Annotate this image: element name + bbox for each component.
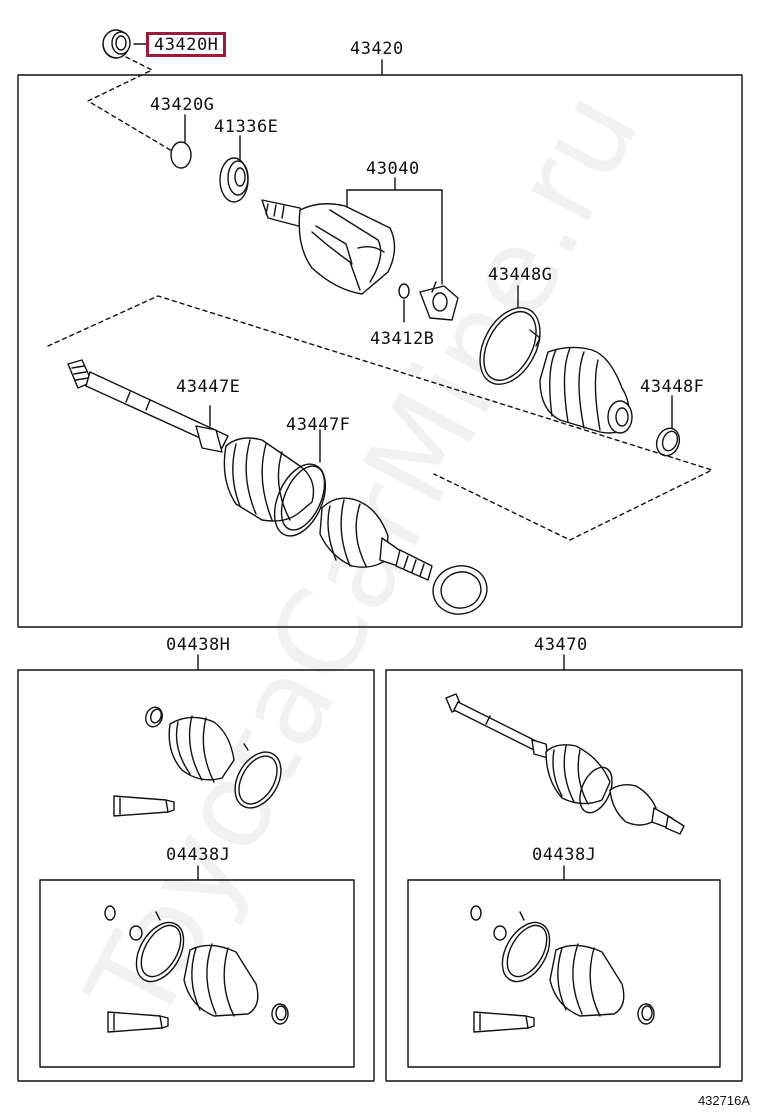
shaft-group-dash — [47, 295, 713, 541]
boot-kit-sub-frame — [39, 879, 355, 1068]
sub-right-clip-icon — [493, 911, 525, 941]
shaft-kit-shaft-icon — [445, 693, 685, 835]
main-assembly-frame — [17, 74, 743, 628]
sub-left-boot-icon — [183, 943, 259, 1017]
kit-label-04438J-left[interactable]: 04438J — [166, 845, 231, 865]
part-label-43448F[interactable]: 43448F — [640, 377, 705, 397]
boot-kit-clamp-small-icon — [145, 706, 163, 728]
sub-right-band-icon — [501, 921, 551, 983]
sub-left-snap-icon — [104, 905, 116, 921]
boot-kit-boot-icon — [168, 715, 235, 783]
sub-right-snap-icon — [470, 905, 482, 921]
spider-43040-icon — [419, 281, 459, 321]
part-label-43448G[interactable]: 43448G — [488, 265, 553, 285]
seal-43420H-icon — [102, 29, 147, 59]
part-label-43420G[interactable]: 43420G — [150, 95, 215, 115]
part-label-43412B[interactable]: 43412B — [370, 329, 435, 349]
kit-label-04438J-right[interactable]: 04438J — [532, 845, 597, 865]
seal-43420H-dash — [87, 56, 173, 152]
ring-41336E-icon — [219, 135, 249, 203]
boot-outer-icon — [539, 346, 633, 434]
diagram-code: 432716A — [697, 1093, 750, 1108]
part-label-43447F[interactable]: 43447F — [286, 415, 351, 435]
sub-right-grease-icon — [473, 1011, 535, 1033]
boot-kit-grease-icon — [113, 795, 175, 817]
boot-kit-frame — [17, 669, 375, 1082]
kit-label-43470[interactable]: 43470 — [534, 635, 588, 655]
sub-right-boot-icon — [549, 943, 625, 1017]
clamp-43448F-icon — [655, 395, 681, 457]
part-label-43447E[interactable]: 43447E — [176, 377, 241, 397]
sub-left-grease-icon — [107, 1011, 169, 1033]
assembly-label-43420[interactable]: 43420 — [350, 39, 404, 59]
kit-label-04438H[interactable]: 04438H — [166, 635, 231, 655]
band-43448G-icon — [479, 285, 541, 385]
ring-large-icon — [432, 565, 488, 615]
sub-left-band-icon — [135, 921, 185, 983]
drive-shaft-icon — [67, 359, 229, 453]
boot-kit-band-icon — [234, 743, 282, 809]
sub-right-clamp-icon — [637, 1003, 655, 1025]
sub-left-clip-icon — [129, 911, 161, 941]
band-43447F-icon — [273, 429, 327, 537]
boot-inner-icon — [223, 437, 315, 522]
cap-43420G-icon — [170, 114, 192, 169]
outer-cv-icon — [319, 497, 433, 581]
snap-ring-43412B-icon — [398, 283, 410, 323]
part-label-43420H[interactable]: 43420H — [146, 32, 227, 57]
sub-left-clamp-icon — [271, 1003, 289, 1025]
outer-joint-43040-icon — [261, 199, 396, 295]
part-label-41336E[interactable]: 41336E — [214, 117, 279, 137]
part-label-43040[interactable]: 43040 — [366, 159, 420, 179]
